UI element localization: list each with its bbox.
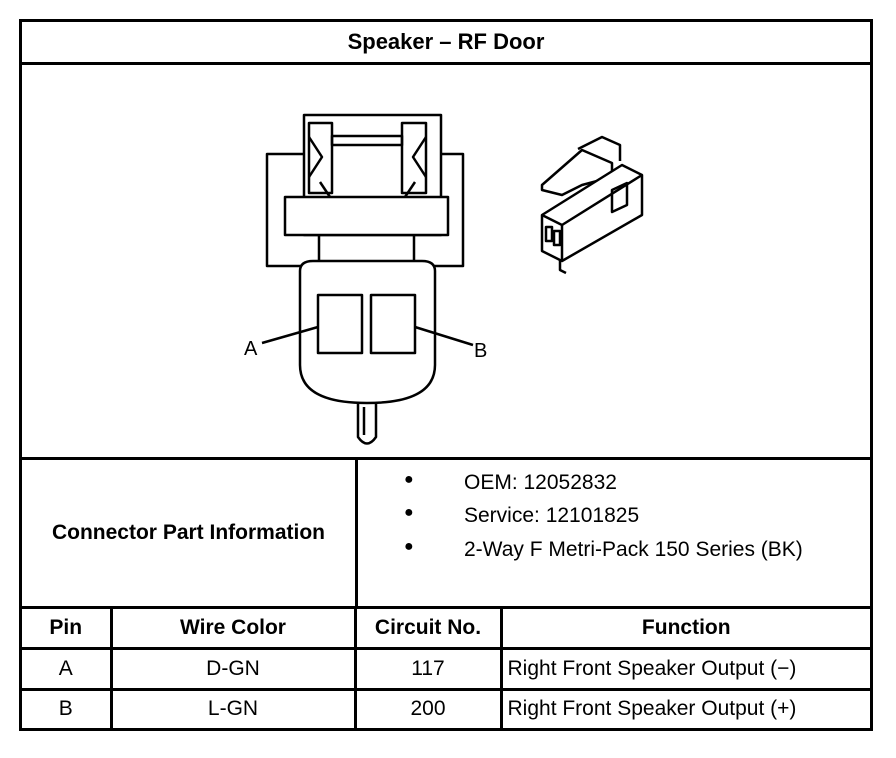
pin-b-label: B	[474, 340, 487, 362]
cell-function: Right Front Speaker Output (+)	[499, 687, 870, 728]
info-item-text: Service: 12101825	[464, 504, 640, 527]
header-circuit-no: Circuit No.	[353, 606, 501, 649]
connector-isometric-drawing	[540, 135, 644, 275]
info-item-text: 2-Way F Metri-Pack 150 Series (BK)	[464, 538, 803, 561]
pin-table: Pin Wire Color Circuit No. Function A D-…	[22, 606, 870, 728]
connector-end-view-sheet: Speaker – RF Door	[19, 19, 873, 731]
connector-diagram: A B	[244, 113, 644, 445]
header-wire-color: Wire Color	[109, 606, 355, 649]
connector-diagram-area: A B	[22, 65, 870, 460]
cell-pin: A	[22, 647, 111, 689]
pin-table-header: Pin Wire Color Circuit No. Function	[22, 606, 870, 649]
info-item-text: OEM: 12052832	[464, 471, 617, 494]
cell-wire-color: L-GN	[109, 687, 355, 728]
cell-circuit-no: 117	[353, 647, 501, 689]
cell-pin: B	[22, 687, 111, 728]
sheet-title: Speaker – RF Door	[22, 22, 870, 65]
pin-a-cavity	[316, 293, 364, 355]
bullet-icon: ●	[404, 471, 414, 488]
cell-function: Right Front Speaker Output (−)	[499, 647, 870, 689]
header-pin: Pin	[22, 606, 111, 649]
table-row: B L-GN 200 Right Front Speaker Output (+…	[22, 687, 870, 728]
connector-info-row: Connector Part Information ● OEM: 120528…	[22, 460, 870, 606]
bullet-icon: ●	[404, 504, 414, 521]
pin-b-cavity	[369, 293, 417, 355]
connector-face-drawing	[261, 113, 474, 445]
pin-a-label: A	[244, 338, 258, 360]
pin-b-leader-line	[414, 325, 474, 347]
bullet-icon: ●	[404, 538, 414, 555]
cell-circuit-no: 200	[353, 687, 501, 728]
pin-a-leader-line	[261, 325, 319, 345]
header-function: Function	[499, 606, 870, 649]
connector-info-label: Connector Part Information	[22, 460, 358, 606]
cell-wire-color: D-GN	[109, 647, 355, 689]
connector-info-list: ● OEM: 12052832 ● Service: 12101825 ● 2-…	[358, 460, 870, 606]
table-row: A D-GN 117 Right Front Speaker Output (−…	[22, 647, 870, 689]
